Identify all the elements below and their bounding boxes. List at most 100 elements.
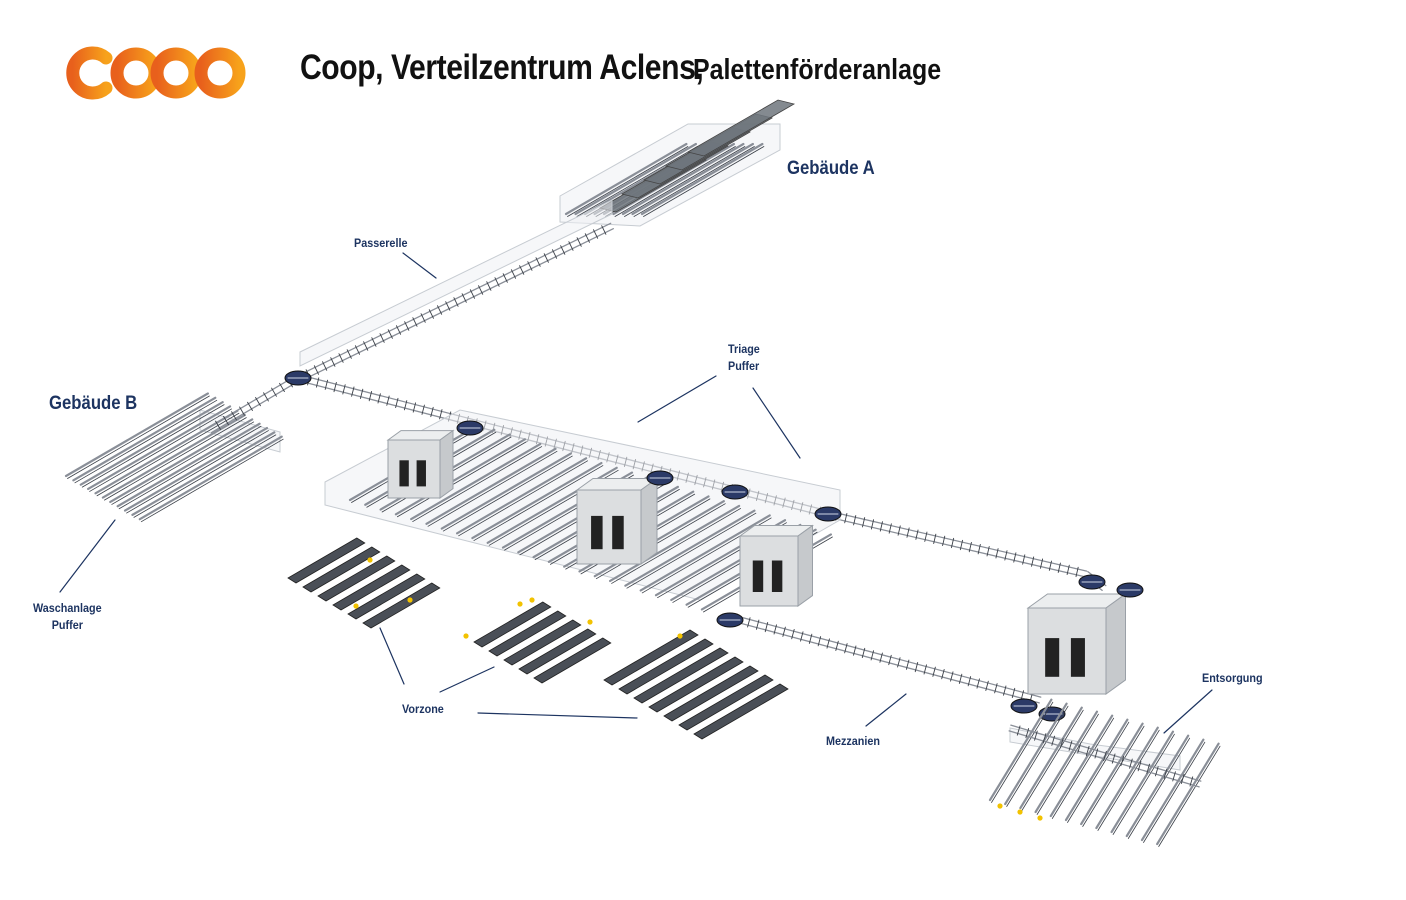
main-trunk-upper-tick [439,409,443,420]
main-trunk-upper-tick [412,402,417,413]
triage-field-lane-shadow [473,465,604,541]
vorzone-pad-3-lane [648,656,744,713]
warning-marker [587,619,593,625]
entsorgung-collector-tick [1189,776,1194,787]
mezzanien-track-tick [958,673,963,684]
entsorgung-collector-tick [1016,725,1021,736]
link-b-rail [207,374,298,429]
triage-field-lane [624,509,756,587]
entsorgung-field-lane-shadow [1067,721,1130,823]
passerelle-track-tick [527,261,533,271]
mezzanien-track-tick [976,678,980,689]
main-trunk-right-tick [879,521,883,532]
leader-triage-left [637,375,717,423]
label-triage: Triage Puffer [728,341,760,375]
main-trunk-right-tick [915,529,919,540]
warning-marker [367,557,373,563]
entsorgung-collector-tick [1068,740,1073,751]
main-trunk-upper-tick [395,397,399,409]
main-trunk-right-tick [1031,556,1035,567]
main-trunk-right-tick [924,531,928,542]
passerelle-track-tick [568,241,574,251]
warning-marker [997,803,1003,809]
passerelle-track-tick [404,321,410,331]
tower-1-front [387,439,441,499]
entsorgung-field-lane-shadow [1158,745,1221,847]
gebaeude-b-field-lane-shadow [140,438,284,523]
mezzanien-track-tick [923,664,927,675]
entsorgung-collector-tick [1129,758,1133,769]
passerelle-track-tick [560,245,566,255]
link-b-tick [271,387,277,397]
vorzone-pad-1-lane [287,537,366,584]
warning-marker [463,633,469,639]
passerelle-track-tick [330,357,336,367]
passerelle-track-tick [363,341,369,351]
vorzone-pad-3-lane [663,665,759,722]
mezzanien-track-tick [950,671,954,682]
entsorgung-field-lane [1125,734,1190,838]
passerelle-track-tick [494,277,500,287]
entsorgung-collector-tick [1120,756,1125,767]
link-b-tick [263,392,269,402]
passerelle-track-tick [379,333,385,343]
triage-field-lane [608,504,741,583]
main-trunk-upper-tick [324,379,329,390]
entsorgung-collector-tick [1103,750,1107,762]
entsorgung-field-lane [1019,706,1083,810]
passerelle-track-tick [502,273,508,283]
vorzone-pad-2-lane [503,619,582,666]
gebaeude-b-field-lane-shadow [111,421,255,505]
entsorgung-field-lane-shadow [1021,709,1084,811]
triage-field-lane [456,457,588,535]
main-trunk-right-tick [1004,550,1008,561]
leader-triage-right [752,387,801,459]
label-gebaeude-a: Gebäude A [787,158,875,179]
triage-field-lane [639,514,771,592]
warning-marker [407,597,413,603]
triage-field-lane [440,452,572,530]
mezzanien-track-tick [967,676,972,687]
triage-field-lane-shadow [595,503,726,580]
passerelle-track-tick [551,249,558,259]
main-trunk-upper-tick [430,406,434,418]
entsorgung-field-lane-shadow [1143,741,1206,843]
main-trunk-upper-tick [315,377,320,388]
mezzanien-track-tick [879,652,883,663]
entsorgung-collector-tick [1042,733,1047,744]
gebaeude-a-field-lane [621,142,745,216]
tower-3-front [739,535,799,607]
gebaeude-a-rack [686,99,796,157]
tower-2-front [576,489,642,565]
main-trunk-upper-tick [359,388,364,399]
gebaeude-b-field-lane [109,418,254,504]
gebaeude-a-field-lane-shadow [576,146,698,217]
mezzanien-track-tick [1020,690,1025,701]
main-trunk-right-tick [1075,566,1079,578]
mezzanien-track-tick [755,619,760,630]
tower-2-door [612,515,624,550]
passerelle-glass [299,199,613,367]
gebaeude-a-field-lane-shadow [624,146,746,217]
passerelle-track-tick [395,325,402,335]
main-trunk-right-tick [951,537,955,549]
tower-1-side [439,429,454,499]
gebaeude-a-field-lane-shadow [643,146,765,217]
gebaeude-b-field-lane-shadow [81,404,225,488]
main-trunk-right-rail [828,510,1088,572]
mezzanien-track-tick [870,650,875,661]
gebaeude-b-field-lane [87,405,232,491]
gebaeude-b-field-lane-shadow [67,395,210,479]
entsorgung-collector-tick [1060,738,1064,749]
tower-3-door [771,560,783,592]
main-trunk-right-tick [1013,552,1017,563]
passerelle-track-tick [338,353,344,363]
tower-1-door [416,460,426,487]
passerelle-track-tick [387,329,393,339]
vorzone-pad-2-lane [518,628,597,675]
entsorgung-field-lane [1064,718,1129,822]
gebaeude-a-field-lane [574,142,698,216]
gebaeude-a-field-lane [640,142,764,216]
entsorgung-field-lane-shadow [1036,713,1099,815]
